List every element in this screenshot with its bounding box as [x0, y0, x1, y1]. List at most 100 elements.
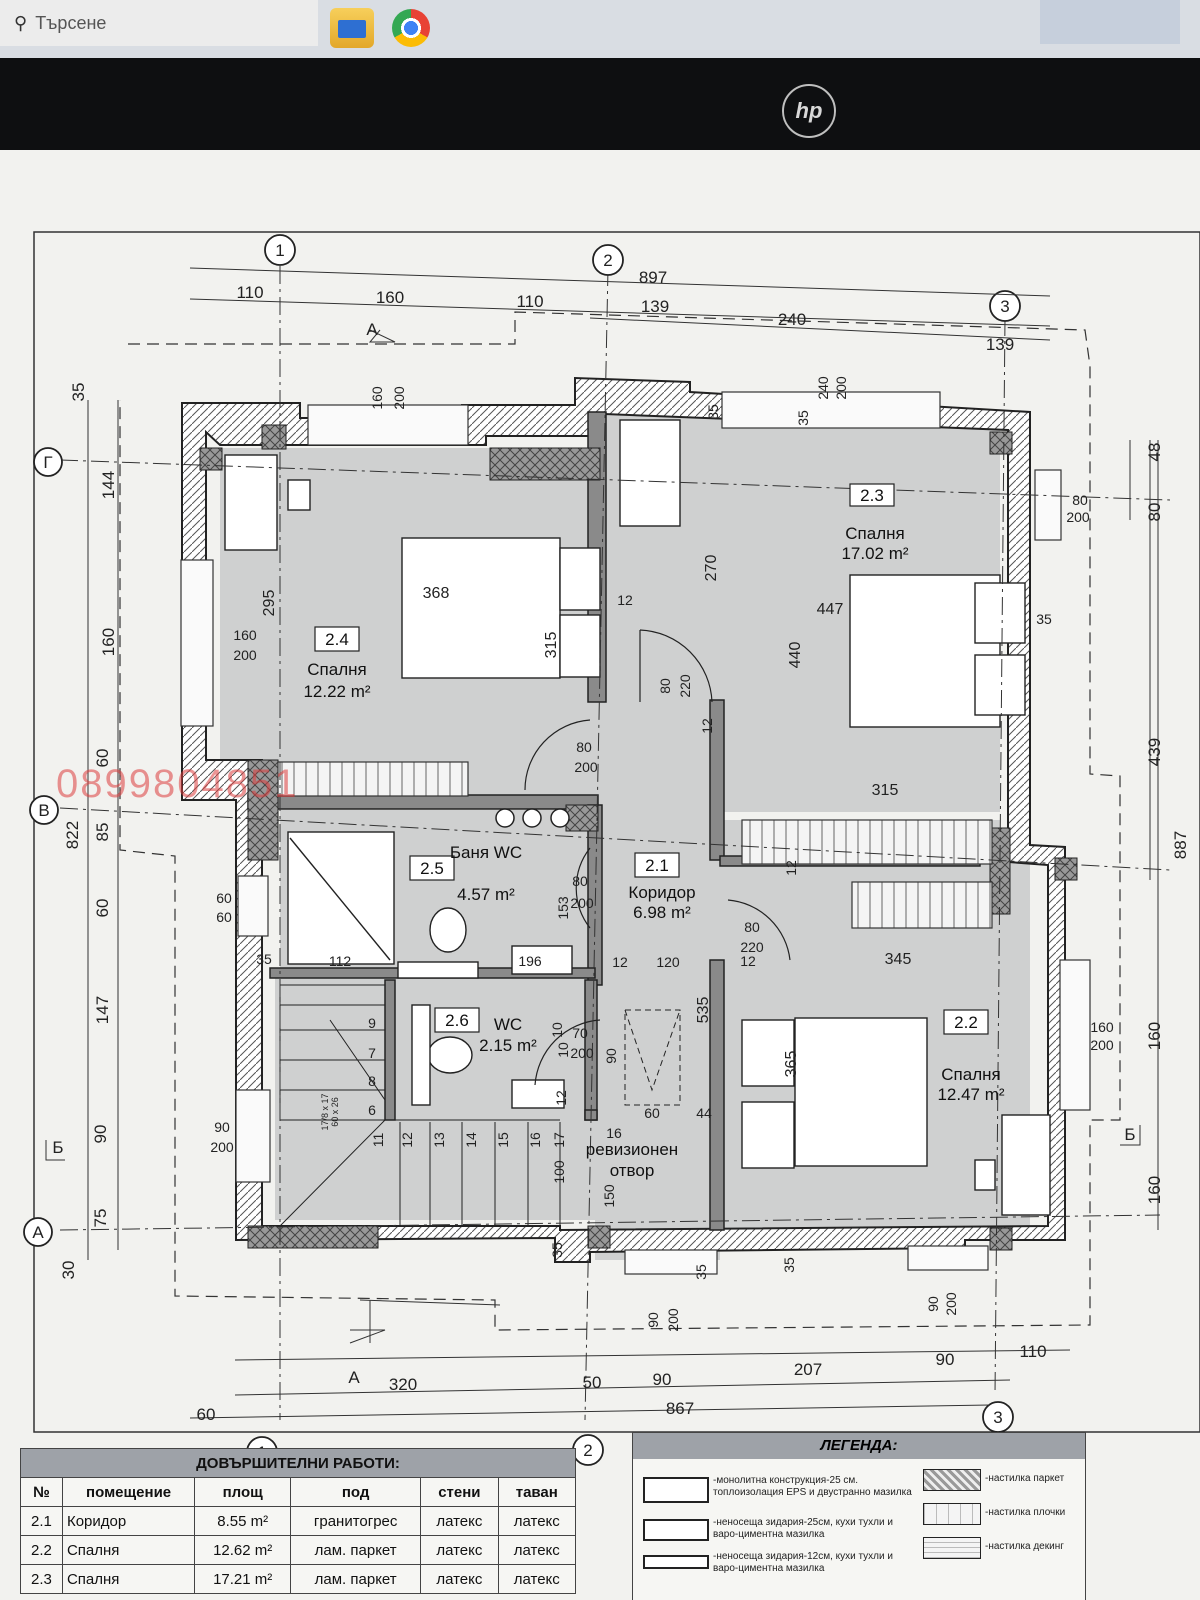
- room-area: 12.22 m²: [303, 682, 370, 701]
- dim-bottom: 90: [936, 1350, 955, 1369]
- dim-inner: 315: [543, 632, 560, 659]
- taskbar: ⚲ Търсене: [0, 0, 1200, 58]
- room-name: WC: [494, 1015, 522, 1034]
- dim-inner: 270: [703, 555, 720, 582]
- dim-inner: 150: [601, 1184, 617, 1208]
- room-name: Спалня: [941, 1065, 1000, 1084]
- dim-bottom: 90: [653, 1370, 672, 1389]
- axis-2-top: 2: [603, 251, 612, 270]
- dim-inner: 200: [391, 386, 407, 410]
- dim-inner: 44: [696, 1105, 712, 1121]
- dim-left: 60: [93, 749, 112, 768]
- dim-bottom: 320: [389, 1375, 417, 1394]
- dim-left: 75: [91, 1209, 110, 1228]
- dim-inner: 60: [216, 909, 232, 925]
- dim-inner: 160: [369, 386, 385, 410]
- column-header: №: [20, 1477, 63, 1507]
- dim-total-top: 897: [639, 268, 667, 287]
- dim-inner: 220: [677, 674, 693, 698]
- dim-inner: 35: [693, 1264, 709, 1280]
- dim-inner: 368: [423, 585, 450, 602]
- dim-bottom: 50: [583, 1373, 602, 1392]
- dim-inner: 12: [612, 954, 628, 970]
- stair-step: 6: [368, 1102, 376, 1118]
- revision-note: ревизионен: [586, 1140, 678, 1159]
- dim-inner: 35: [781, 1257, 797, 1273]
- dim-inner: 80: [744, 919, 760, 935]
- dim-inner: 80: [657, 678, 673, 694]
- dim-inner: 35: [256, 951, 272, 967]
- dim-inner: 80: [572, 873, 588, 889]
- dim-inner: 35: [1036, 611, 1052, 627]
- dim-inner: 160: [1090, 1019, 1114, 1035]
- room-area: 2.15 m²: [479, 1036, 537, 1055]
- column-header: под: [290, 1477, 422, 1507]
- dim-left: 144: [99, 471, 118, 499]
- room-number: 2.6: [445, 1011, 469, 1030]
- legend-item: -неносеща зидария-25см, кухи тухли и вар…: [713, 1517, 893, 1540]
- dim-inner: 200: [570, 1045, 594, 1061]
- dim-inner: 365: [783, 1051, 800, 1078]
- finishes-table: ДОВЪРШИТЕЛНИ РАБОТИ: № помещение площ по…: [20, 1448, 577, 1594]
- dim-inner: 70: [572, 1025, 588, 1041]
- dim-inner: 16: [606, 1125, 622, 1141]
- legend-item: -настилка паркет: [985, 1473, 1065, 1484]
- stair-step: 13: [431, 1132, 447, 1148]
- dim-inner: 153: [555, 896, 571, 920]
- axis-a: А: [32, 1223, 44, 1242]
- dim-left: 85: [93, 823, 112, 842]
- dim-inner: 90: [603, 1048, 619, 1064]
- dim-inner: 160: [233, 627, 257, 643]
- stair-step: 15: [495, 1132, 511, 1148]
- dim-inner: 200: [210, 1139, 234, 1155]
- section-b-right: Б: [1124, 1125, 1135, 1144]
- dim-inner: 295: [261, 590, 278, 617]
- dim-inner: 240: [815, 376, 831, 400]
- dim-inner: 200: [574, 759, 598, 775]
- table-row: 2.2 Спалня 12.62 m² лам. паркет латекс л…: [20, 1535, 577, 1565]
- dim-top: 110: [516, 292, 543, 311]
- dim-top: 160: [376, 288, 404, 307]
- taskbar-search[interactable]: ⚲ Търсене: [0, 0, 318, 46]
- folder-icon[interactable]: [330, 8, 374, 48]
- table-cell: гранитогрес: [290, 1506, 422, 1536]
- dim-total-right: 887: [1171, 831, 1190, 859]
- finishes-title: ДОВЪРШИТЕЛНИ РАБОТИ:: [20, 1448, 576, 1478]
- axis-3-top: 3: [1000, 297, 1009, 316]
- legend-swatch-parquet: [923, 1469, 981, 1491]
- room-name: Спалня: [845, 524, 904, 543]
- table-row: 2.1 Коридор 8.55 m² гранитогрес латекс л…: [20, 1506, 577, 1536]
- table-cell: 2.2: [20, 1535, 63, 1565]
- room-area: 12.47 m²: [937, 1085, 1004, 1104]
- legend-item: -монолитна конструкция-25 см. топлоизола…: [713, 1475, 912, 1498]
- stair-step: 8: [368, 1073, 376, 1089]
- hp-logo: hp: [782, 84, 836, 138]
- table-cell: 17.21 m²: [194, 1564, 292, 1594]
- legend-swatch-monolith: [643, 1477, 709, 1503]
- table-cell: 2.3: [20, 1564, 63, 1594]
- taskbar-thumbnail[interactable]: [1040, 0, 1180, 44]
- dim-inner: 10: [555, 1042, 571, 1058]
- stair-step: 16: [527, 1132, 543, 1148]
- axis-1-top: 1: [275, 241, 284, 260]
- dim-inner: 10: [549, 1022, 565, 1038]
- chrome-icon[interactable]: [392, 9, 430, 47]
- dim-inner: 12: [699, 718, 715, 734]
- dim-inner: 12: [617, 592, 633, 608]
- dim-inner: 35: [549, 1242, 565, 1258]
- column-header: таван: [497, 1477, 577, 1507]
- legend-swatch-decking: [923, 1537, 981, 1559]
- dim-inner: 12: [783, 860, 799, 876]
- dim-inner: 60: [216, 890, 232, 906]
- legend-swatch-wall12: [643, 1555, 709, 1569]
- room-number: 2.1: [645, 856, 669, 875]
- room-name: Коридор: [628, 883, 695, 902]
- section-a-top: А: [366, 320, 378, 339]
- stair-size: 17/8 x 17: [320, 1093, 330, 1130]
- legend-item: -неносеща зидария-12см, кухи тухли и вар…: [713, 1551, 893, 1574]
- dim-left: 160: [99, 628, 118, 656]
- table-cell: латекс: [420, 1506, 499, 1536]
- column-header: помещение: [61, 1477, 196, 1507]
